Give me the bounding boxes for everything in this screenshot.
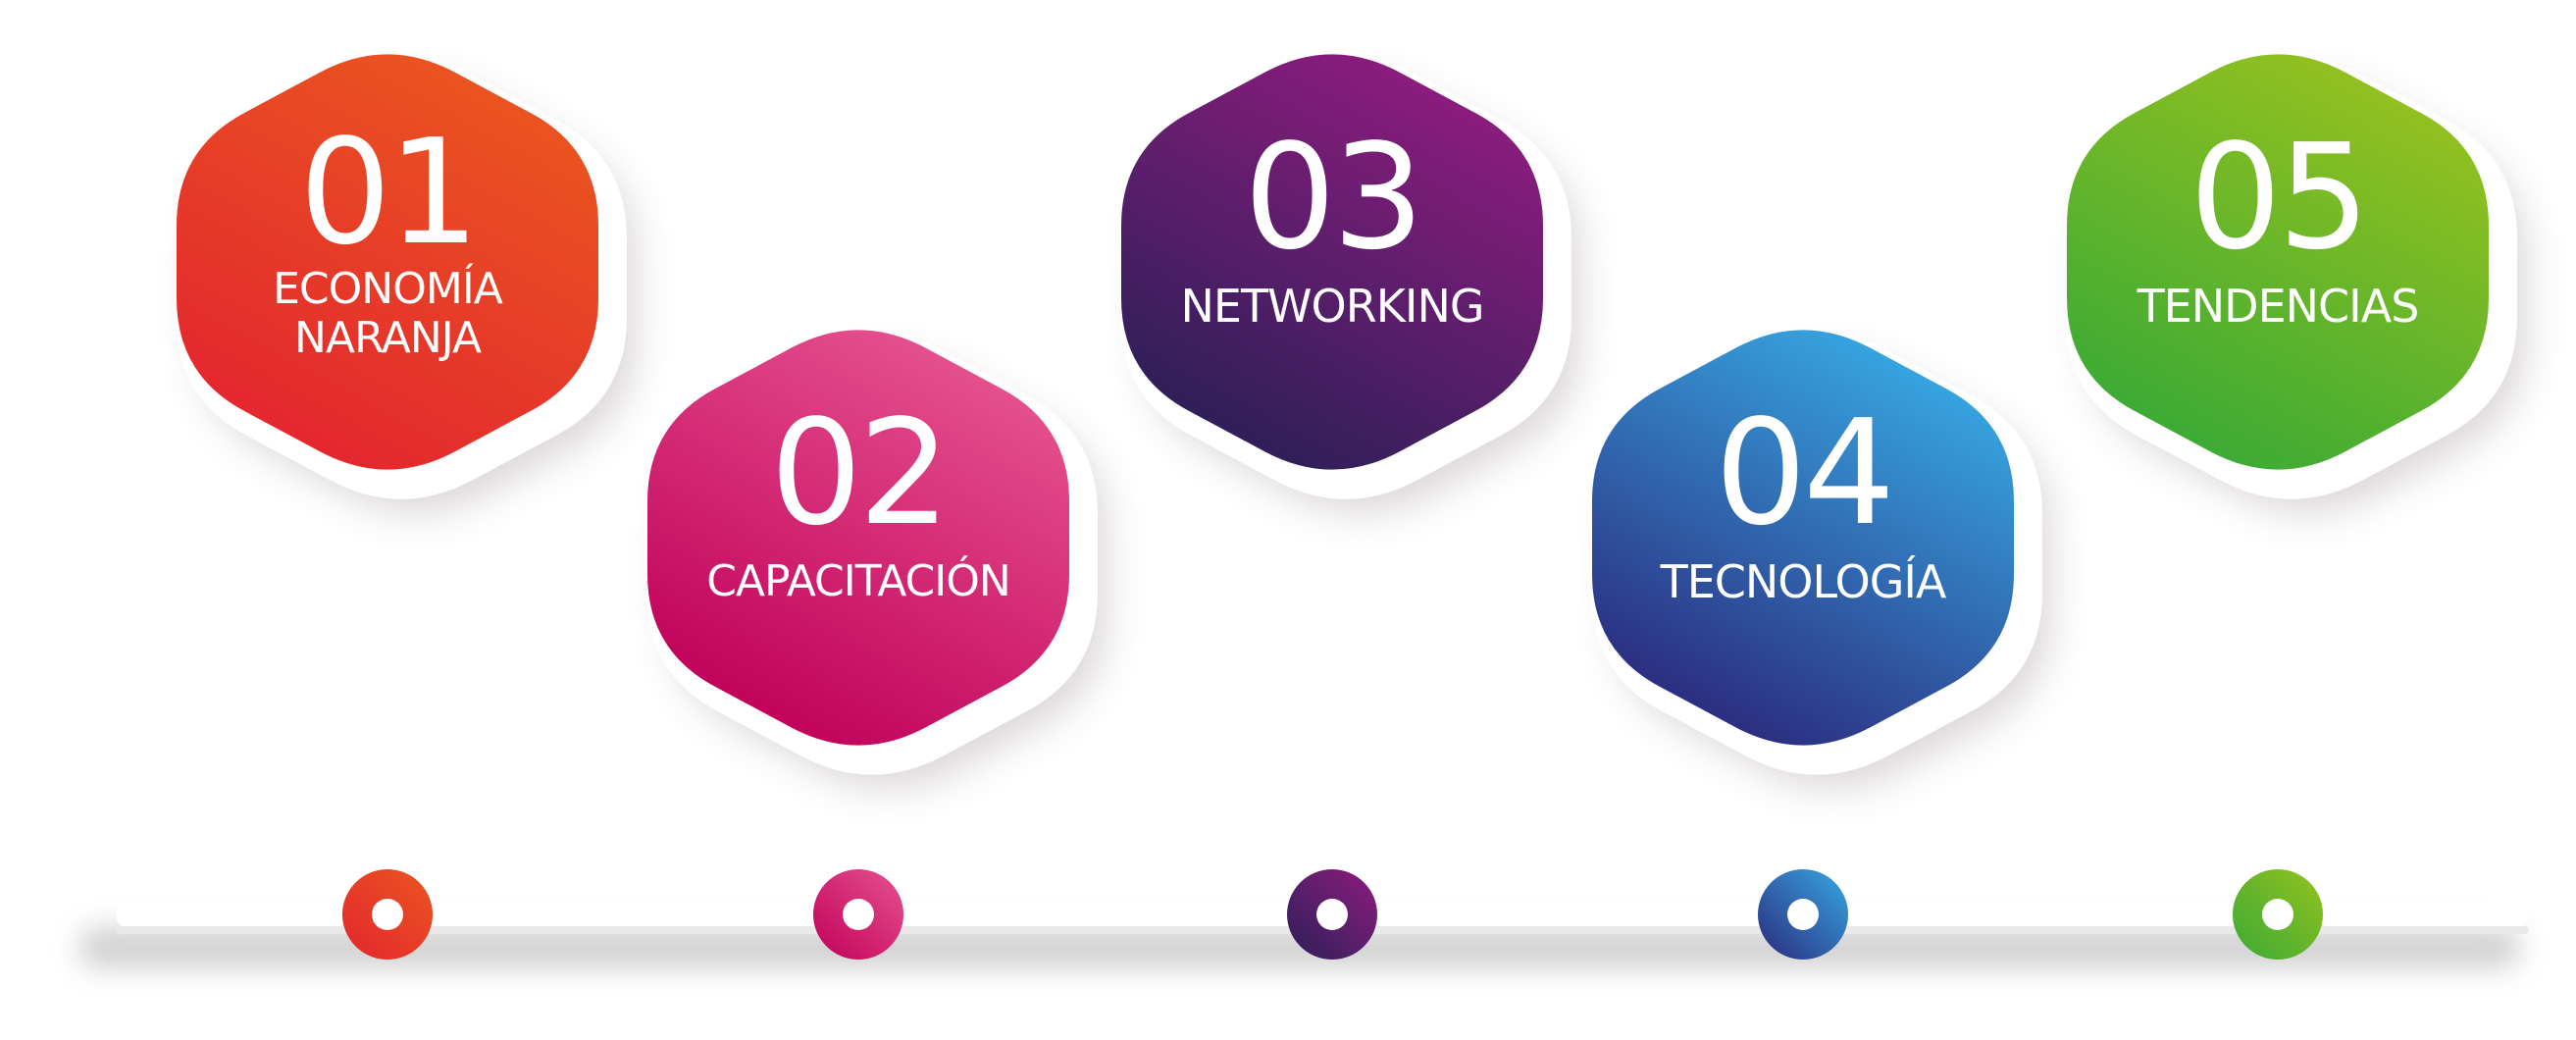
hexagon-fill [2067,54,2489,470]
timeline-bar-shadow [78,927,2521,968]
step-5-hexagon [2066,54,2528,515]
dot-center [2262,899,2293,930]
dot-center [372,899,403,930]
hexagon-fill [1121,54,1543,470]
hexagon-fill [1592,330,2014,746]
step-5-timeline-dot [2233,869,2323,960]
step-4-timeline-dot [1758,869,1848,960]
step-4-hexagon [1591,330,2053,791]
dot-center [843,899,874,930]
step-2-timeline-dot [813,869,903,960]
step-1-hexagon [176,54,638,515]
dot-center [1787,899,1819,930]
hexagon-fill [177,54,598,470]
step-3-timeline-dot [1287,869,1377,960]
step-3-hexagon [1120,54,1582,515]
step-2-hexagon [646,330,1108,791]
hexagon-fill [647,330,1069,746]
step-1-timeline-dot [342,869,433,960]
dot-center [1316,899,1348,930]
